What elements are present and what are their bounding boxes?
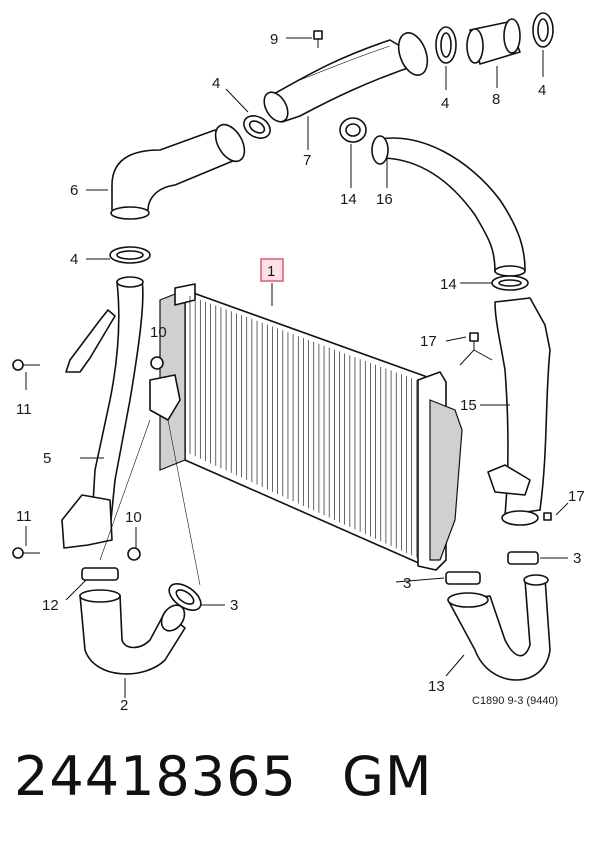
hose-clamp — [168, 583, 202, 611]
callout-10: 10 — [150, 324, 167, 341]
callout-4: 4 — [70, 251, 78, 268]
bolt-9 — [313, 30, 323, 48]
hose-clamp — [109, 246, 151, 264]
part-number: 24418365 — [14, 745, 297, 808]
callout-11: 11 — [16, 401, 32, 418]
clamp-3 — [507, 551, 539, 565]
nut-10 — [150, 356, 164, 370]
highlight-box — [260, 258, 284, 282]
charge-pipe-5 — [91, 279, 144, 531]
callout-3: 3 — [573, 550, 581, 567]
callout-8: 8 — [492, 91, 500, 108]
callout-15: 15 — [460, 397, 477, 414]
callout-7: 7 — [303, 152, 311, 169]
callout-3: 3 — [403, 575, 411, 592]
callout-12: 12 — [42, 597, 59, 614]
nut-10 — [127, 547, 141, 561]
callout-4: 4 — [538, 82, 546, 99]
bolt-17 — [543, 512, 552, 521]
manufacturer: GM — [342, 745, 433, 808]
bolt-11 — [12, 359, 40, 371]
callout-3: 3 — [230, 597, 238, 614]
bolt-17 — [469, 332, 479, 350]
hose-clamp-14 — [339, 117, 367, 143]
callout-6: 6 — [70, 182, 78, 199]
callout-10: 10 — [125, 509, 142, 526]
leader-lines — [25, 37, 569, 698]
hose-clamp — [435, 26, 457, 64]
callout-14: 14 — [340, 191, 357, 208]
callout-labels: 1 2 3 3 3 4 4 4 4 5 6 7 8 9 10 10 11 11 … — [16, 31, 585, 714]
callout-17: 17 — [568, 488, 585, 505]
hose-coupler-8 — [466, 18, 521, 65]
bolt-11 — [12, 547, 40, 559]
hose-2 — [79, 594, 186, 675]
clamp-3 — [445, 571, 481, 585]
callout-16: 16 — [376, 191, 393, 208]
callout-14: 14 — [440, 276, 457, 293]
hose-clamp-14 — [491, 275, 529, 291]
callout-5: 5 — [43, 450, 51, 467]
callout-9: 9 — [270, 31, 278, 48]
callout-17: 17 — [420, 333, 437, 350]
intercooler — [149, 283, 463, 571]
reference-code: C1890 9-3 (9440) — [472, 695, 558, 707]
charge-pipe-upper — [269, 39, 421, 123]
callout-4: 4 — [212, 75, 220, 92]
callout-4: 4 — [441, 95, 449, 112]
callout-11: 11 — [16, 508, 32, 525]
exploded-parts-diagram: 1 2 3 3 3 4 4 4 4 5 6 7 8 9 10 10 11 11 … — [12, 12, 585, 714]
callout-1: 1 — [267, 263, 275, 280]
callout-13: 13 — [428, 678, 445, 695]
hose-clamp — [243, 115, 271, 139]
callout-2: 2 — [120, 697, 128, 714]
footer: 24418365 GM — [0, 745, 600, 855]
charge-pipe-16 — [374, 137, 526, 273]
clamp-12 — [81, 567, 119, 581]
hose-clamp — [532, 12, 554, 48]
